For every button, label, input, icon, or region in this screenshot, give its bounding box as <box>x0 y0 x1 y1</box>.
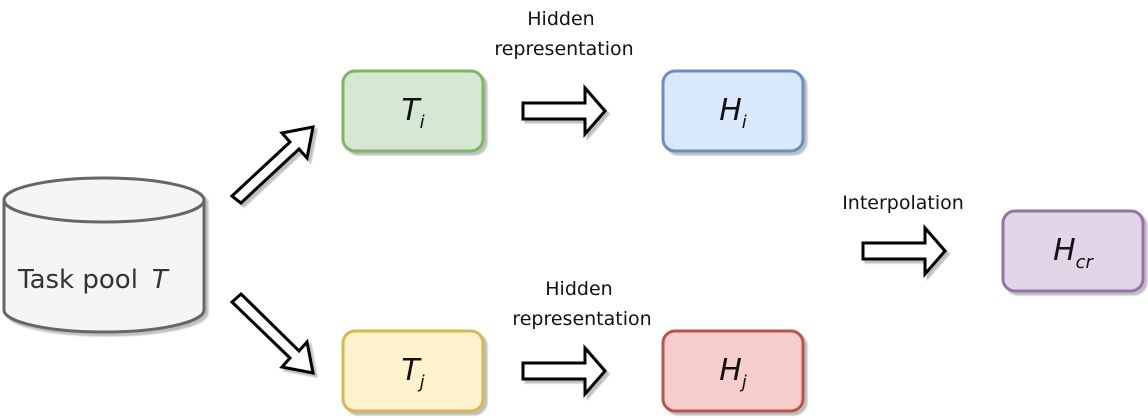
arrow-tj-to-hj <box>521 343 607 399</box>
hi-label: Hi <box>719 93 747 133</box>
tj-label: Tj <box>401 353 424 393</box>
ti-label: Ti <box>401 93 424 133</box>
arrow-to-ti <box>229 125 315 205</box>
hidden-hi-box <box>661 69 805 153</box>
caption-bottom: Hidden representation <box>512 278 651 330</box>
arrow-interpolation <box>861 223 947 279</box>
hj-label: Hj <box>719 353 747 393</box>
hcr-label: Hcr <box>1053 233 1094 273</box>
hidden-hj-box <box>661 329 805 413</box>
caption-top: Hidden representation <box>494 8 633 60</box>
arrow-ti-to-hi <box>521 83 607 139</box>
interpolated-hcr-box <box>1001 209 1145 293</box>
arrow-to-tj <box>229 291 315 375</box>
task-ti-box <box>341 69 485 153</box>
task-pool-cylinder <box>2 176 206 334</box>
task-tj-box <box>341 329 485 413</box>
caption-interpolation: Interpolation <box>842 192 964 214</box>
